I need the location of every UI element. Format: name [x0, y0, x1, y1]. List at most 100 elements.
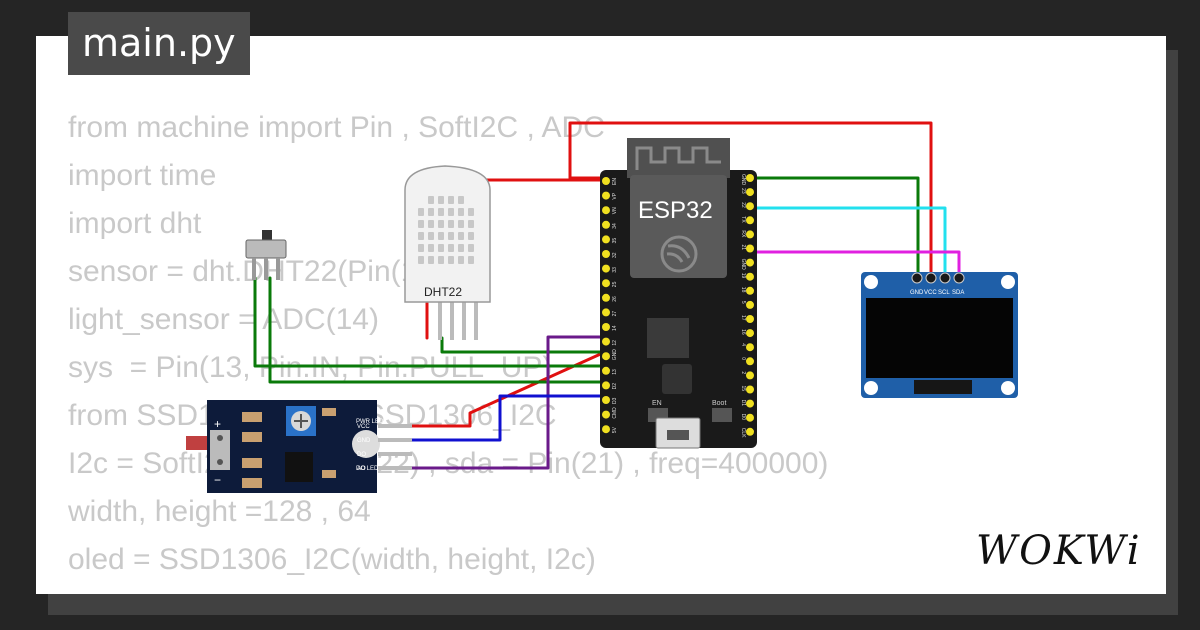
esp32-pin-EN[interactable] — [602, 177, 610, 185]
file-tab[interactable]: main.py — [68, 12, 250, 75]
esp32-pin-D1[interactable] — [746, 399, 754, 408]
esp32-pin-label: 16 — [740, 329, 746, 335]
esp32-pin-D2[interactable] — [602, 381, 610, 390]
esp32-pin-34[interactable] — [602, 220, 610, 229]
esp32-pin-label: 25 — [612, 281, 618, 287]
esp32-pin-4[interactable] — [746, 343, 754, 352]
wire-oled-vcc — [568, 121, 933, 280]
esp32-pin-5[interactable] — [746, 300, 754, 309]
esp32-pin-0[interactable] — [746, 357, 754, 366]
esp32-pin-D0[interactable] — [746, 413, 754, 422]
esp32-pin-label: D3 — [612, 397, 618, 404]
esp32-pin-25[interactable] — [602, 279, 610, 288]
code-line: oled.invert(True) — [68, 584, 828, 594]
esp32-pin-12[interactable] — [602, 337, 610, 346]
wokwi-logo: WOKWi — [976, 528, 1142, 574]
esp32-pin-15[interactable] — [746, 385, 754, 394]
esp32-pin-label: D0 — [740, 414, 746, 421]
oled-pin-label: VCC — [924, 290, 937, 296]
do-led-label: DO LED — [356, 466, 379, 472]
esp32-pin-label: 21 — [740, 245, 746, 251]
esp32-pin-label: VN — [612, 207, 618, 214]
esp32-pin-GND[interactable] — [602, 352, 610, 361]
oled-pin-label: SDA — [952, 290, 964, 296]
esp32-pin-33[interactable] — [602, 264, 610, 273]
esp32-pin-13[interactable] — [602, 366, 610, 375]
ldr-pin-ao[interactable] — [378, 466, 412, 470]
esp32-pin-label: D1 — [740, 400, 746, 407]
code-line: oled = SSD1306_I2C(width, height, I2c) — [68, 543, 596, 576]
wire-oled-gnd — [748, 176, 920, 280]
oled-pin-label: SCL — [938, 290, 950, 296]
ldr-pin-vcc[interactable] — [378, 424, 412, 428]
wire-ldr-gnd — [409, 394, 607, 442]
wire-switch-gnd — [268, 276, 607, 384]
esp32-board[interactable]: ESP32 ENVPVN343532332526271412GND13D2D3C… — [600, 138, 757, 449]
esp32-pin-18[interactable] — [746, 286, 754, 295]
esp32-pin-27[interactable] — [602, 308, 610, 317]
wire-ldr-ao — [409, 335, 607, 470]
dht22-sensor[interactable]: DHT22 — [404, 165, 491, 340]
wire-switch-sig — [253, 276, 607, 368]
esp32-pin-CLK[interactable] — [746, 427, 754, 436]
esp32-pin-D3[interactable] — [602, 396, 610, 404]
esp32-pin-GND[interactable] — [746, 258, 754, 267]
esp32-pin-label: 23 — [740, 188, 746, 194]
slide-switch[interactable] — [245, 230, 287, 280]
esp32-pin-32[interactable] — [602, 250, 610, 258]
ldr-pin-do[interactable] — [378, 452, 412, 456]
espressif-logo-icon — [660, 235, 698, 273]
esp32-pin-VP[interactable] — [602, 191, 610, 200]
esp32-pin-label: RX — [740, 230, 746, 238]
esp32-pin-label: 0 — [740, 357, 746, 360]
esp32-pin-19[interactable] — [746, 272, 754, 281]
code-line: width, height =128 , 64 — [68, 495, 371, 528]
esp32-pin-label: 18 — [740, 287, 746, 293]
esp32-label: ESP32 — [638, 197, 713, 224]
ldr-pin-label: DO — [357, 452, 366, 458]
esp32-pin-TX[interactable] — [746, 216, 754, 225]
esp32-pin-VN[interactable] — [602, 206, 610, 215]
ldr-minus-label: − — [214, 473, 221, 487]
wire-oled-sda — [748, 250, 961, 280]
esp32-pin-21[interactable] — [746, 244, 754, 253]
esp32-pin-22[interactable] — [746, 202, 754, 211]
esp32-pin-label: D2 — [612, 383, 618, 390]
ldr-pin-gnd[interactable] — [378, 438, 412, 442]
en-button-label: EN — [652, 400, 662, 407]
esp32-pin-label: GND — [740, 174, 746, 186]
code-line: import dht — [68, 207, 202, 240]
esp32-pin-label: CMD — [612, 407, 618, 419]
ldr-pin-label: AO — [357, 466, 366, 472]
esp32-pin-label: EN — [612, 178, 618, 185]
oled-pin-label: GND — [910, 290, 924, 296]
esp32-pin-CMD[interactable] — [602, 410, 610, 419]
esp32-pin-26[interactable] — [602, 293, 610, 302]
ldr-plus-label: + — [214, 417, 221, 431]
esp32-pin-label: 17 — [740, 315, 746, 321]
esp32-pin-23[interactable] — [746, 188, 754, 197]
esp32-pin-label: 19 — [740, 273, 746, 279]
esp32-pin-RX[interactable] — [746, 230, 754, 239]
esp32-pin-label: 2 — [740, 371, 746, 374]
esp32-pin-GND[interactable] — [746, 174, 754, 182]
esp32-pin-2[interactable] — [746, 371, 754, 380]
esp32-pin-5V[interactable] — [602, 425, 610, 434]
esp32-pin-16[interactable] — [746, 329, 754, 338]
dht22-label: DHT22 — [424, 285, 462, 299]
code-line: import time — [68, 159, 217, 192]
wire-ldr-vcc — [409, 350, 607, 428]
esp32-pin-17[interactable] — [746, 315, 754, 323]
esp32-pin-label: GND — [612, 349, 618, 361]
code-line: light_sensor = ADC(14) — [68, 303, 379, 336]
esp32-pin-label: GND — [740, 259, 746, 271]
esp32-pin-label: 27 — [612, 311, 618, 317]
esp32-pin-14[interactable] — [602, 323, 610, 331]
esp32-pin-label: 33 — [612, 267, 618, 273]
esp32-pin-35[interactable] — [602, 235, 610, 244]
pwr-led-label: PWR LED — [356, 419, 384, 425]
ldr-pin-label: GND — [357, 438, 371, 444]
